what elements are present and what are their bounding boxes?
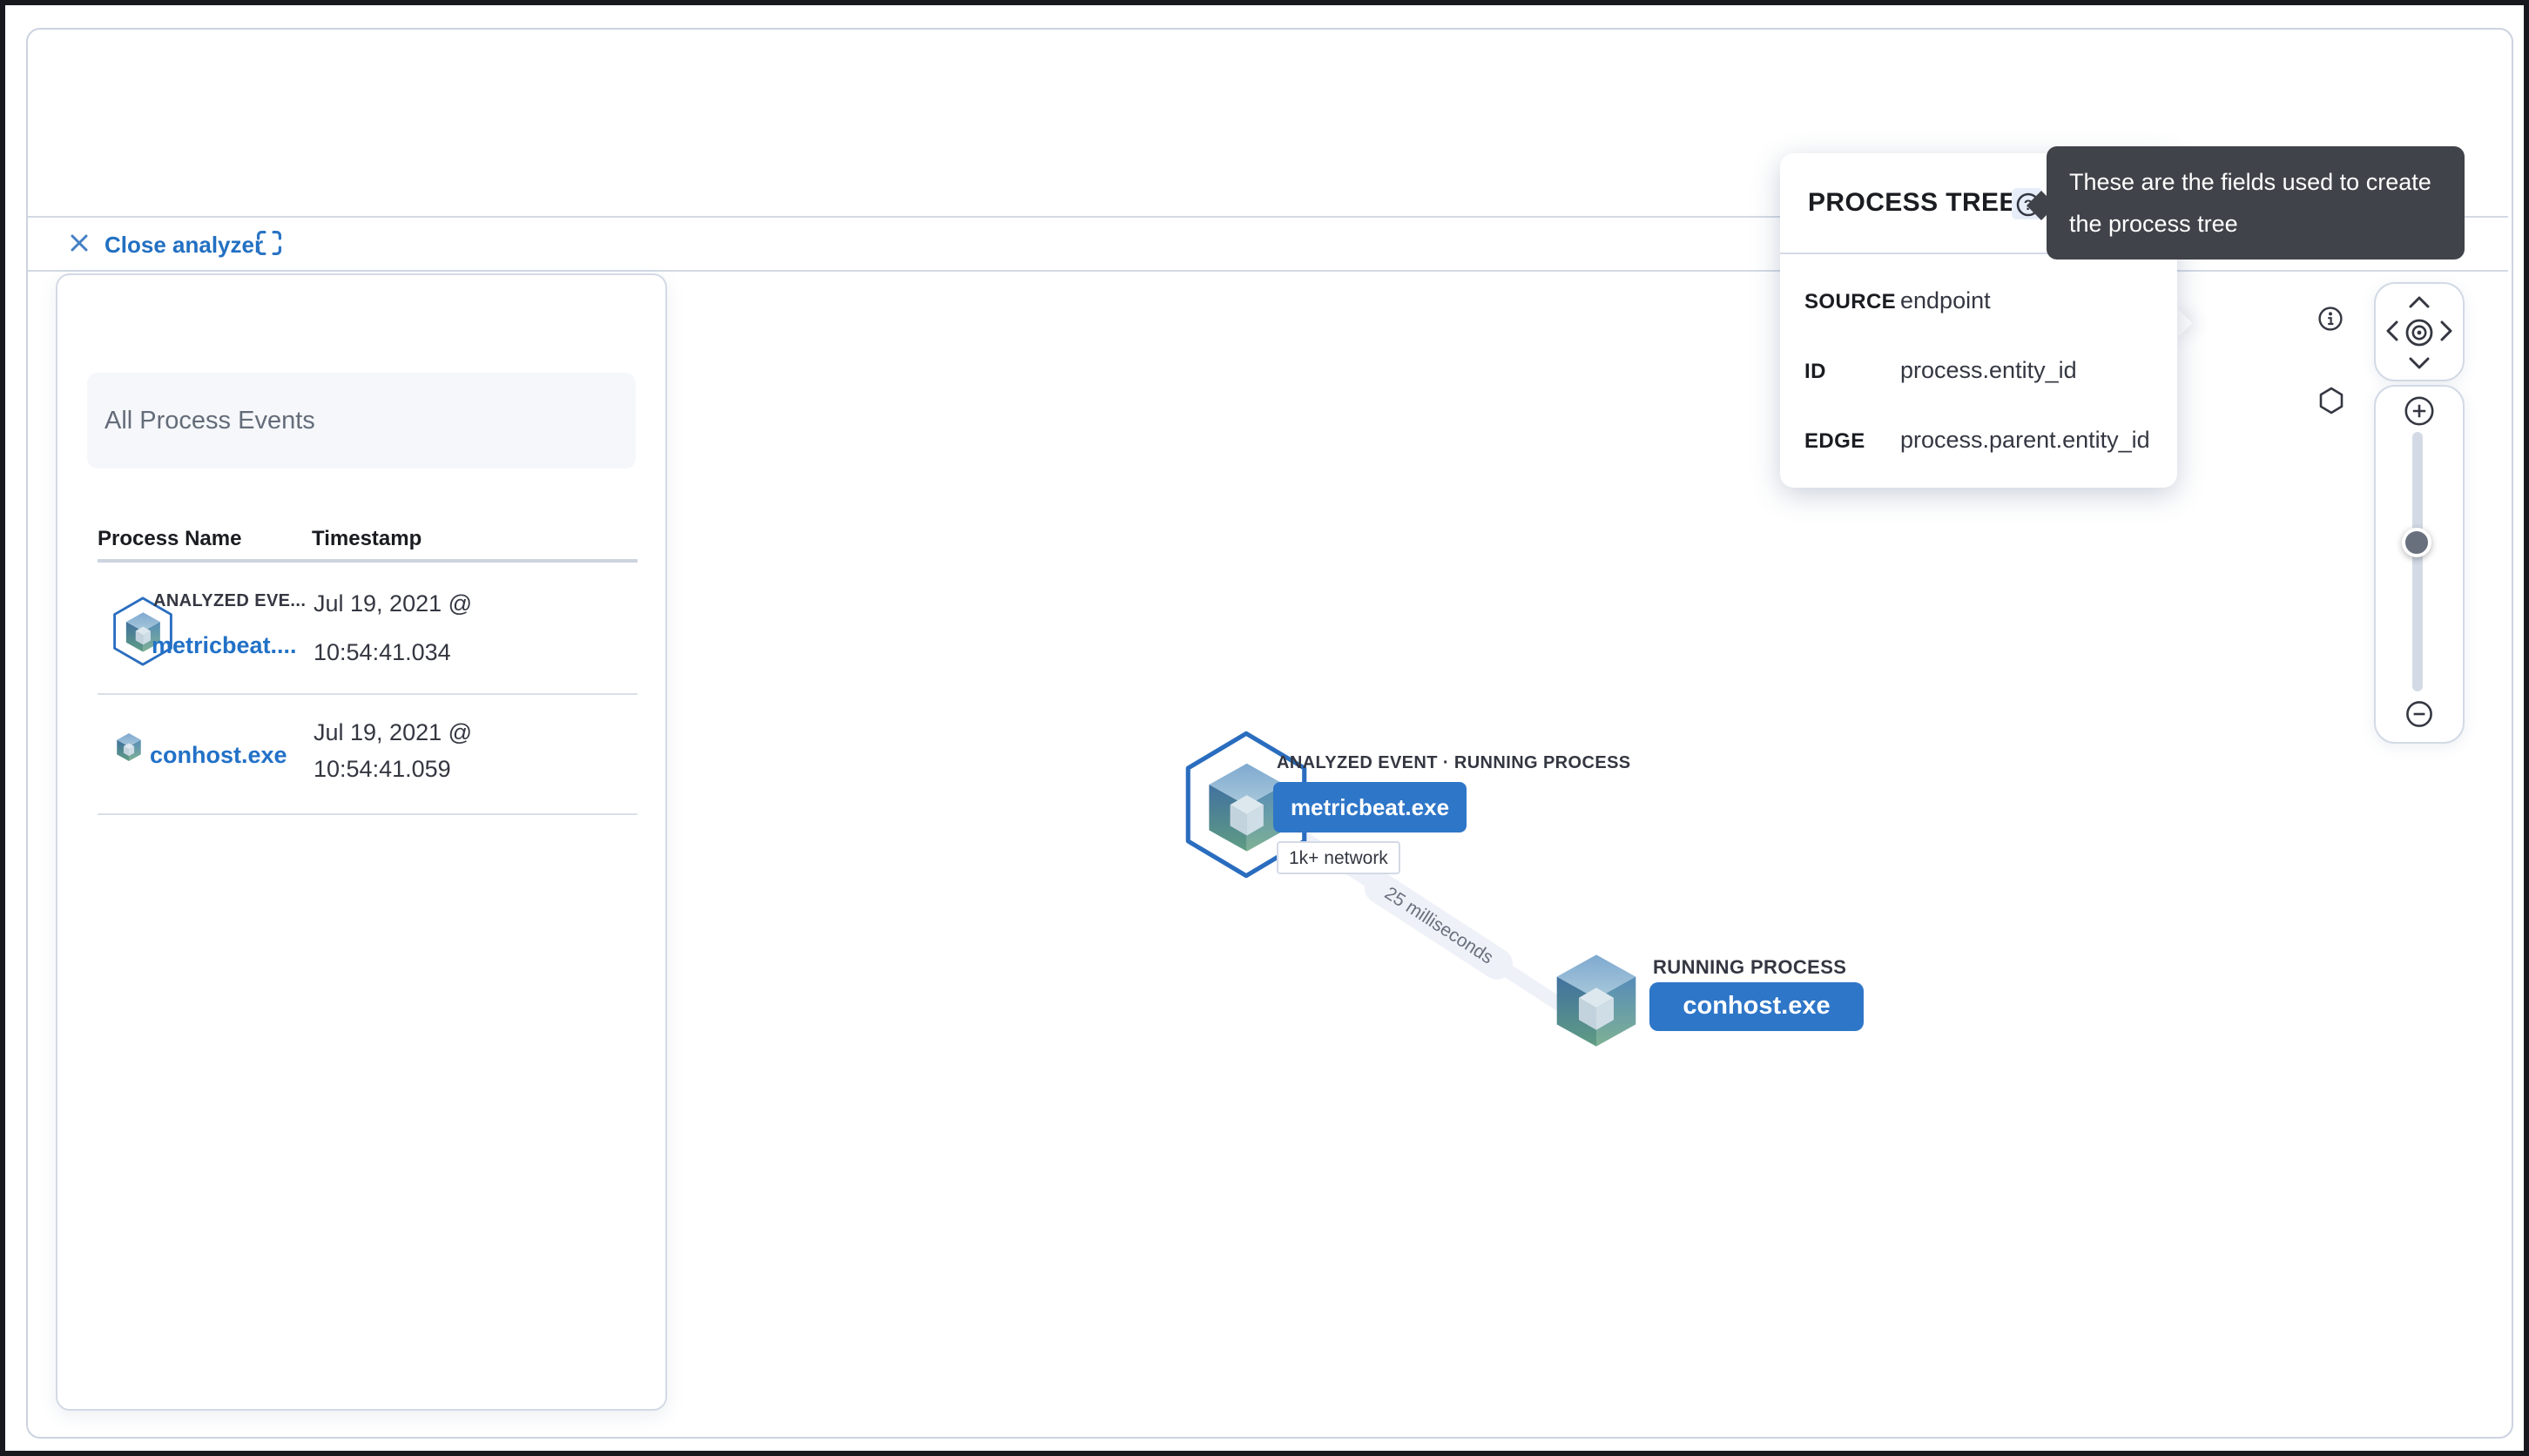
row-separator <box>98 813 637 815</box>
info-in-circle-icon[interactable] <box>2318 307 2343 331</box>
row-event-tag: ANALYZED EVE... <box>153 592 307 611</box>
analyzed-event-hexagon-cube-icon <box>113 597 172 666</box>
row-timestamp-line2: 10:54:41.059 <box>314 756 451 782</box>
process-name-link[interactable]: metricbeat.... <box>152 632 297 658</box>
node-network-pill[interactable]: 1k+ network <box>1277 841 1400 874</box>
field-value: endpoint <box>1900 287 1991 313</box>
close-analyzer-button[interactable]: Close analyzer <box>105 232 264 258</box>
node-category-label: RUNNING PROCESS <box>1653 958 1847 979</box>
zoom-slider-track[interactable] <box>2412 432 2423 691</box>
close-icon[interactable] <box>70 233 89 253</box>
popover-title: PROCESS TREE <box>1808 188 2017 218</box>
field-value: process.entity_id <box>1900 357 2077 383</box>
row-timestamp-line2: 10:54:41.034 <box>314 639 451 665</box>
node-button-conhost[interactable]: conhost.exe <box>1649 982 1864 1031</box>
process-events-panel: All Process Events Process Name Timestam… <box>56 273 667 1411</box>
row-timestamp-line1: Jul 19, 2021 @ <box>314 590 473 617</box>
running-process-node-icon[interactable] <box>1548 949 1644 1052</box>
graph-pan-controls <box>2374 282 2465 381</box>
toolbar-top-divider <box>28 216 2508 218</box>
process-name-link[interactable]: conhost.exe <box>150 742 287 768</box>
node-category-label: ANALYZED EVENT · RUNNING PROCESS <box>1277 754 1631 773</box>
popover-divider <box>1780 253 2177 254</box>
analyzed-event-node-icon[interactable] <box>1184 730 1308 880</box>
zoom-slider-thumb[interactable] <box>2402 528 2431 557</box>
table-header-rule <box>98 559 637 563</box>
zoom-out-icon[interactable] <box>2405 700 2433 728</box>
row-separator <box>98 693 637 695</box>
pan-right-icon[interactable] <box>2440 320 2452 341</box>
pan-left-icon[interactable] <box>2386 320 2398 341</box>
tooltip-text-line1: These are the fields used to create <box>2069 169 2431 195</box>
column-header-timestamp: Timestamp <box>312 526 422 550</box>
column-header-process-name: Process Name <box>98 526 242 550</box>
row-timestamp-line1: Jul 19, 2021 @ <box>314 719 473 745</box>
field-label: ID <box>1804 359 1826 383</box>
node-button-metricbeat[interactable]: metricbeat.exe <box>1273 782 1467 832</box>
field-label: EDGE <box>1804 428 1865 453</box>
pan-down-icon[interactable] <box>2409 357 2430 369</box>
panel-title-box: All Process Events <box>87 373 636 468</box>
process-tree-tooltip: These are the fields used to create the … <box>2047 146 2465 260</box>
panel-title: All Process Events <box>105 407 315 435</box>
process-cube-icon <box>117 733 141 761</box>
toolbar-bottom-divider <box>28 270 2508 272</box>
field-value: process.parent.entity_id <box>1900 427 2150 453</box>
fullscreen-icon[interactable] <box>256 230 282 256</box>
hexagon-icon[interactable] <box>2318 387 2344 415</box>
pan-up-icon[interactable] <box>2409 296 2430 308</box>
tooltip-text-line2: the process tree <box>2069 210 2238 236</box>
field-label: SOURCE <box>1804 289 1897 313</box>
center-target-icon[interactable] <box>2404 317 2435 348</box>
zoom-in-icon[interactable] <box>2404 395 2435 427</box>
